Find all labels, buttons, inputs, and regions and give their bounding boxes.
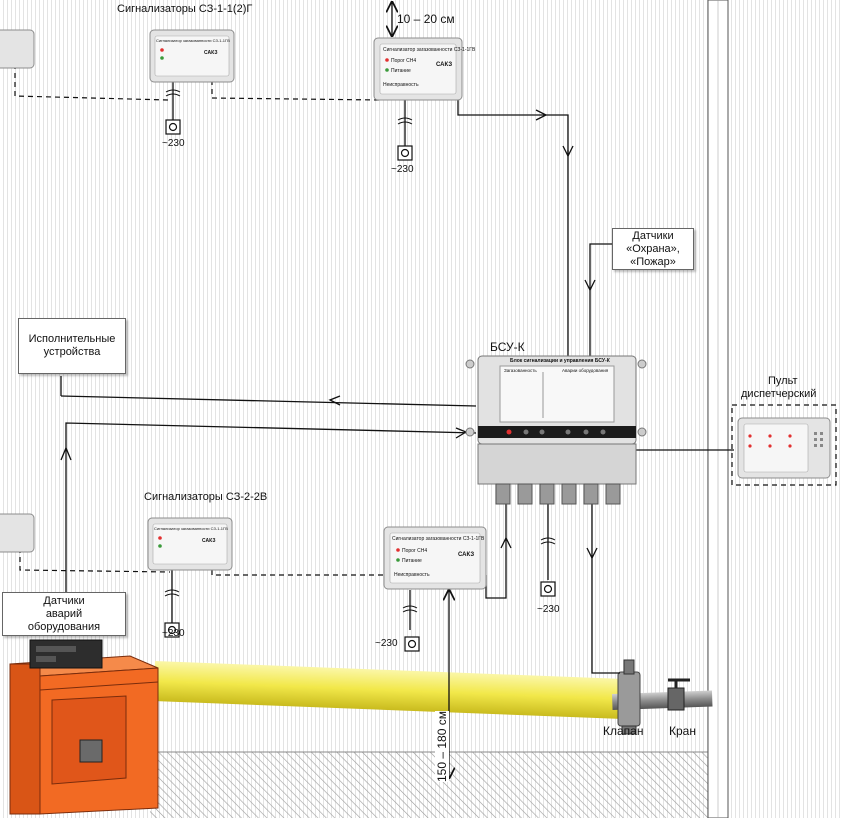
tap-body — [667, 678, 690, 711]
device-brand: САКЗ — [436, 62, 453, 68]
label-tap: Кран — [669, 724, 696, 738]
device-row-3: Неисправность — [394, 572, 430, 578]
device-row-1: Порог CH4 — [402, 548, 428, 554]
power-label: ~230 — [537, 604, 560, 615]
box-line: «Охрана», — [626, 242, 680, 255]
gas-pipe — [153, 661, 625, 720]
box-line: аварий — [45, 607, 83, 620]
device-led — [158, 48, 400, 562]
box-sensors-security: Датчики «Охрана», «Пожар» — [612, 228, 694, 270]
label-signalizers-bottom: Сигнализаторы СЗ-2-2В — [144, 491, 268, 503]
box-line: «Пожар» — [630, 255, 676, 268]
device-row-1: Порог CH4 — [391, 58, 417, 64]
link-bsu-valve — [591, 504, 620, 674]
device-row-2: Питание — [402, 558, 422, 564]
bsu-right-header: Аварии оборудования — [562, 368, 609, 373]
power-label: ~230 — [375, 638, 398, 649]
label-signalizers-top: Сигнализаторы СЗ-1-1(2)Г — [117, 3, 253, 15]
label-console: диспетчерский — [741, 388, 816, 400]
device-brand: САКЗ — [204, 50, 218, 56]
link-security-bsu — [589, 243, 612, 362]
device-row-3: Неисправность — [383, 82, 419, 88]
floor-hatch — [150, 752, 710, 818]
label-console-line-1: Пульт — [768, 375, 798, 387]
valve-body — [617, 659, 641, 735]
box-line: оборудования — [27, 620, 101, 633]
label-console: Пульт — [768, 375, 798, 387]
dispatcher-console — [737, 417, 831, 479]
device-face — [152, 35, 481, 584]
label-distance-bottom: 150 – 180 см — [435, 711, 449, 782]
box-line: Исполнительные — [28, 333, 116, 345]
device-title: Сигнализатор загазованности СЗ-1-1ГВ — [154, 526, 228, 531]
label-valve: Клапан — [603, 724, 644, 738]
device-title: Сигнализатор загазованности СЗ-1-1ГВ — [392, 536, 485, 542]
label-bsu-k: БСУ-К — [490, 340, 525, 354]
bsu-panel-title: Блок сигнализации и управления БСУ-К — [510, 358, 610, 364]
dashed-link-top — [14, 64, 169, 101]
link-bottom-sig-bsu — [485, 504, 507, 599]
link-failure-bsu — [65, 422, 477, 596]
power-label: ~230 — [162, 628, 185, 639]
console-dashed-frame — [731, 404, 837, 486]
power-label: ~230 — [391, 164, 414, 175]
label-distance-top: 10 – 20 см — [397, 12, 455, 26]
link-top-sig-bsu — [457, 100, 569, 155]
box-line: Датчики — [632, 229, 674, 242]
box-line: Датчики — [43, 594, 85, 607]
box-sensors-failure: Датчики аварий оборудования — [2, 592, 126, 636]
device-brand: САКЗ — [458, 552, 475, 558]
label-console-line-2: диспетчерский — [741, 388, 817, 400]
boiler — [9, 639, 159, 815]
power-socket — [164, 119, 556, 652]
box-actuators: Исполнительные устройства — [18, 318, 126, 374]
device-brand: САКЗ — [202, 538, 216, 544]
device-row-2: Питание — [391, 68, 411, 74]
device-title: Сигнализатор загазованности СЗ-1-1ГВ — [383, 47, 476, 53]
gas-alarm-device — [0, 29, 487, 590]
bsu-left-header: Загазованность — [504, 368, 537, 373]
dashed-link-bottom — [19, 548, 171, 573]
power-label: ~230 — [162, 138, 185, 149]
box-line: устройства — [43, 346, 101, 358]
bsu-k-unit — [465, 355, 647, 505]
device-title: Сигнализатор загазованности СЗ-1-1ГВ — [156, 38, 230, 43]
